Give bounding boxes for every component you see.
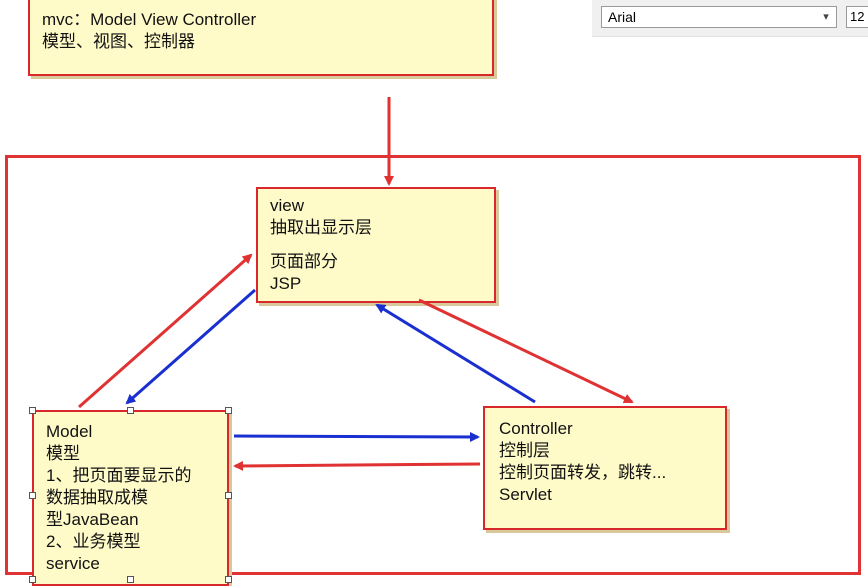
arrow-controller-to-model[interactable]: [233, 460, 481, 471]
resize-handle[interactable]: [127, 407, 134, 414]
model-line: 2、业务模型: [46, 532, 141, 551]
view-line4: JSP: [270, 274, 302, 293]
resize-handle[interactable]: [29, 492, 36, 499]
view-title: view: [270, 196, 305, 215]
font-size-input[interactable]: 12: [846, 6, 868, 28]
model-line: service: [46, 554, 100, 573]
view-line2: 抽取出显示层: [270, 218, 372, 237]
controller-node[interactable]: Controller 控制层 控制页面转发，跳转... Servlet: [483, 406, 727, 530]
resize-handle[interactable]: [225, 407, 232, 414]
chevron-down-icon[interactable]: ▾: [823, 11, 829, 23]
controller-line: Controller: [499, 419, 573, 438]
arrow-model-to-controller[interactable]: [233, 431, 480, 442]
mvc-title-line2: 模型、视图、控制器: [42, 32, 195, 51]
view-node[interactable]: view 抽取出显示层 页面部分 JSP: [256, 187, 496, 303]
resize-handle[interactable]: [29, 407, 36, 414]
mvc-title-line1: mvc：Model View Controller: [42, 10, 257, 29]
model-node[interactable]: Model 模型 1、把页面要显示的 数据抽取成模 型JavaBean 2、业务…: [32, 410, 229, 586]
model-line: 1、把页面要显示的: [46, 466, 192, 485]
font-family-select[interactable]: Arial ▾: [601, 6, 837, 28]
mvc-diagram-frame[interactable]: [5, 155, 861, 575]
arrow-controller-to-view[interactable]: [375, 303, 536, 404]
arrow-model-to-view[interactable]: [78, 253, 253, 409]
model-line: 数据抽取成模: [46, 488, 148, 507]
controller-line: Servlet: [499, 485, 552, 504]
view-line3: 页面部分: [270, 252, 338, 271]
controller-line: 控制页面转发，跳转...: [499, 463, 667, 482]
model-line: 型JavaBean: [46, 510, 139, 529]
model-line: Model: [46, 422, 93, 441]
arrow-view-to-model[interactable]: [125, 288, 256, 405]
arrow-view-to-controller[interactable]: [418, 298, 634, 404]
mvc-title-note[interactable]: mvc：Model View Controller 模型、视图、控制器: [28, 0, 494, 76]
resize-handle[interactable]: [225, 492, 232, 499]
font-family-value: Arial: [608, 9, 637, 25]
model-line: 模型: [46, 444, 80, 463]
font-size-value: 12: [850, 9, 865, 24]
controller-line: 控制层: [499, 441, 550, 460]
